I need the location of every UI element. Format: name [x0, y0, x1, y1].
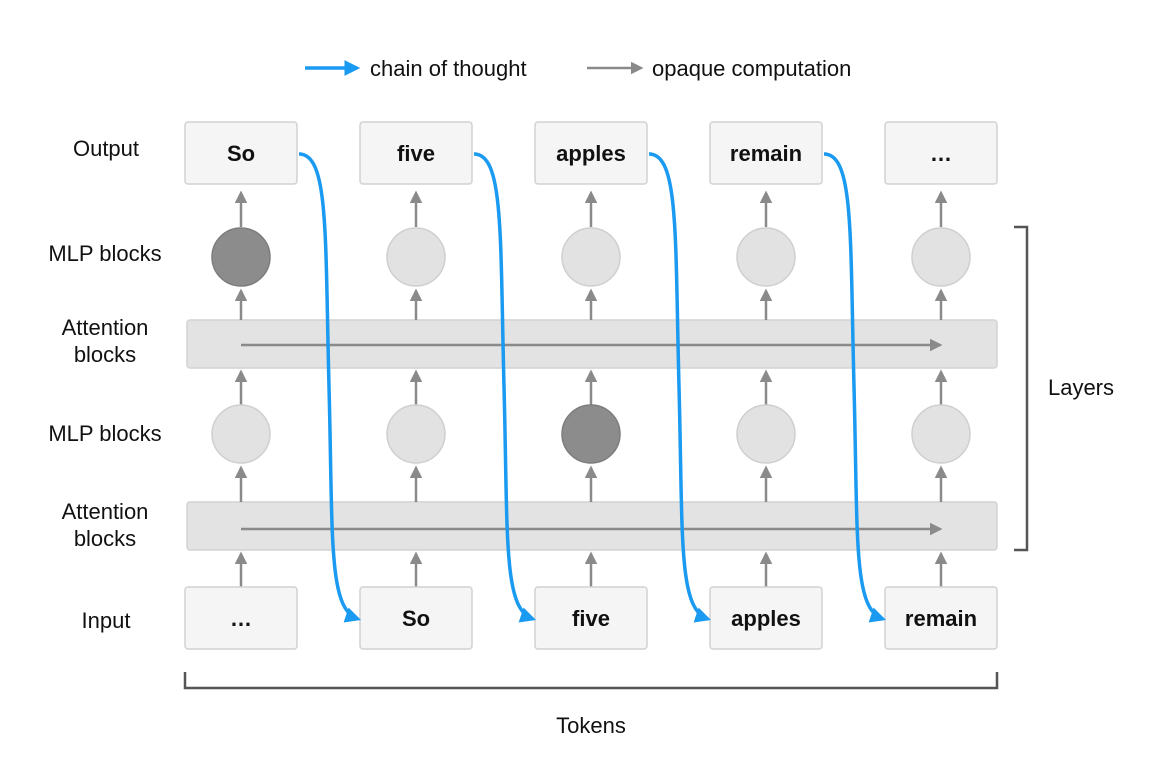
mlp-top-node	[386, 227, 446, 287]
chain-of-thought-arrow	[823, 152, 886, 623]
output-token-text: …	[930, 141, 952, 166]
row-label-attention-bottom-line2: blocks	[74, 526, 136, 551]
chain-of-thought-arrow	[298, 152, 361, 623]
mlp-bottom-row	[211, 404, 971, 464]
layers-bracket	[1014, 225, 1029, 552]
row-label-output: Output	[73, 136, 139, 161]
output-token-box	[534, 121, 648, 185]
row-label-mlp-bottom: MLP blocks	[48, 421, 161, 446]
input-token-text: five	[572, 606, 610, 631]
mlp-bottom-node-active	[561, 404, 621, 464]
row-label-attention-bottom-line1: Attention	[62, 499, 149, 524]
tokens-label: Tokens	[556, 713, 626, 738]
output-token-box	[709, 121, 823, 185]
output-token-text: remain	[730, 141, 802, 166]
input-token-box	[184, 586, 298, 650]
mlp-bottom-node	[386, 404, 446, 464]
mlp-top-node-active	[211, 227, 271, 287]
mlp-top-node	[736, 227, 796, 287]
mlp-top-node	[911, 227, 971, 287]
input-row: … So five apples remain	[184, 586, 998, 650]
chain-of-thought-arrow	[648, 152, 711, 623]
output-token-box	[184, 121, 298, 185]
opaque-computation-legend-label: opaque computation	[652, 56, 851, 81]
row-label-attention-top-line1: Attention	[62, 315, 149, 340]
output-token-text: So	[227, 141, 255, 166]
output-token-box	[359, 121, 473, 185]
output-row: So five apples remain …	[184, 121, 998, 185]
mlp-bottom-node	[911, 404, 971, 464]
output-token-box	[884, 121, 998, 185]
layers-label: Layers	[1048, 375, 1114, 400]
output-token-text: five	[397, 141, 435, 166]
row-label-attention-top-line2: blocks	[74, 342, 136, 367]
chain-of-thought-arrow	[473, 152, 536, 623]
mlp-bottom-node	[736, 404, 796, 464]
row-label-input: Input	[82, 608, 131, 633]
chain-of-thought-curves	[298, 152, 886, 623]
input-token-text: apples	[731, 606, 801, 631]
mlp-top-row	[211, 227, 971, 287]
output-token-text: apples	[556, 141, 626, 166]
tokens-bracket	[183, 672, 999, 690]
attention-band-bottom	[186, 501, 998, 551]
mlp-bottom-node	[211, 404, 271, 464]
row-label-mlp-top: MLP blocks	[48, 241, 161, 266]
input-token-text: …	[230, 606, 252, 631]
chain-of-thought-legend-label: chain of thought	[370, 56, 527, 81]
input-token-text: remain	[905, 606, 977, 631]
mlp-top-node	[561, 227, 621, 287]
row-labels: Output MLP blocks Attention blocks MLP b…	[48, 136, 161, 633]
legend: chain of thought opaque computation	[305, 56, 851, 81]
input-token-text: So	[402, 606, 430, 631]
